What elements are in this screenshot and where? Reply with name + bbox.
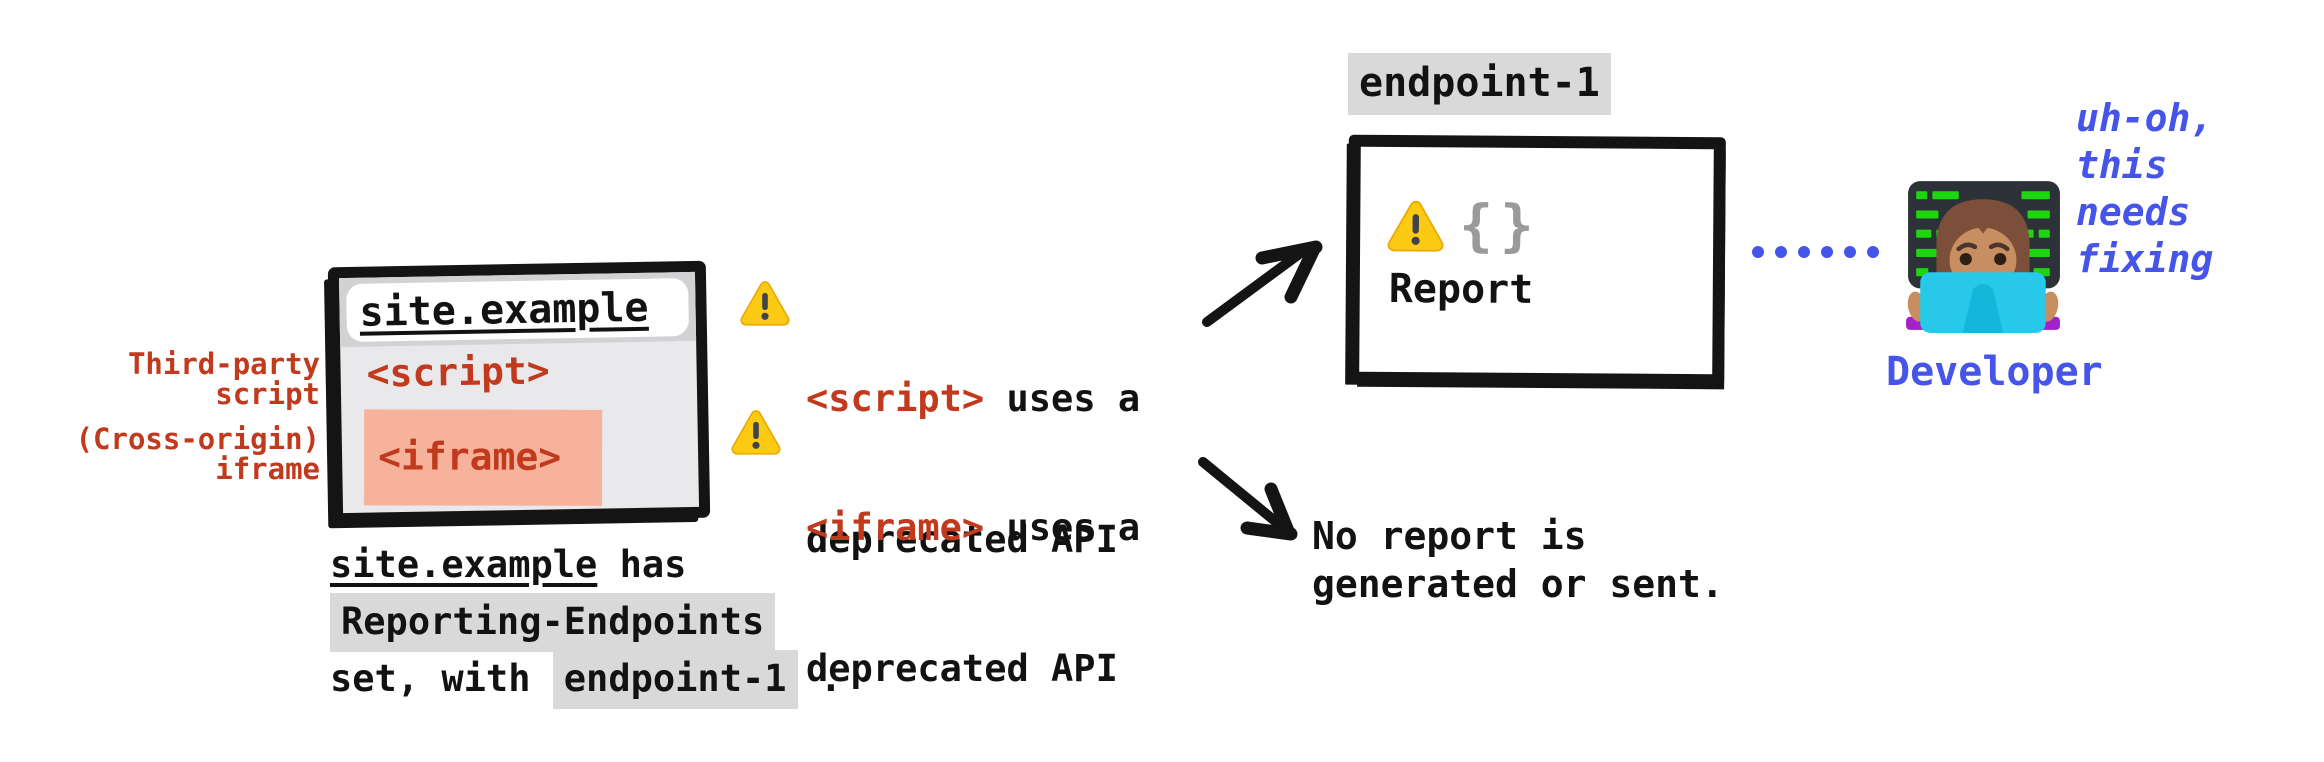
report-label: Report [1388,265,1534,313]
arrow-to-no-report [1198,457,1298,541]
script-tag: <script> [366,348,551,396]
caption-site-link: site.example [330,543,598,586]
warning-triangle-icon [1387,200,1444,252]
endpoint-label-code: endpoint-1 [1348,53,1611,115]
dot [1821,246,1833,258]
json-braces-icon: {} [1459,193,1541,260]
browser-body: <script> <iframe> [340,341,699,508]
developer-label: Developer [1886,349,2103,395]
browser-header: site.example [338,271,697,348]
site-url: site.example [359,284,649,336]
dot [1844,246,1856,258]
warning-triangle-icon [731,410,781,455]
caption-set-with: set, with [330,657,553,700]
cross-origin-iframe-label: (Cross-origin) iframe [75,422,320,487]
woman-technologist-emoji [1906,181,2060,333]
dotted-connector [1752,246,1879,258]
dot [1752,246,1764,258]
no-report-text: No report is generated or sent. [1312,514,1724,606]
warning-triangle-icon [740,281,790,326]
browser-window: site.example <script> <iframe> [327,260,711,525]
dot [1798,246,1810,258]
dot [1867,246,1879,258]
endpoint-label: endpoint-1 [1348,53,1611,115]
caption-period: . [797,657,843,700]
caption-line-2: Reporting-Endpoints [330,593,842,652]
warning-iframe-tag: <iframe> [806,506,985,549]
caption: site.example has Reporting-Endpoints set… [330,536,843,709]
endpoint-1-code: endpoint-1 [552,650,798,709]
iframe-tag: <iframe> [378,434,562,479]
dot [1775,246,1787,258]
endpoint-box: {} Report [1347,134,1726,387]
caption-line-1: site.example has [330,536,842,593]
warning-iframe-rest: uses a [984,506,1141,549]
third-party-script-label: Third-party script [127,347,320,412]
warning-iframe-text: <iframe> uses a deprecated API [806,410,1140,762]
warning-script-rest: uses a [984,377,1141,420]
address-bar: site.example [346,278,690,342]
caption-line-3: set, with endpoint-1 . [330,650,843,709]
report-icon-row: {} [1387,193,1713,260]
reporting-endpoints-code: Reporting-Endpoints [330,593,776,652]
warning-script-text: <script> uses a deprecated API [806,281,1140,657]
iframe-highlight: <iframe> [364,409,603,506]
arrow-to-endpoint [1202,240,1323,327]
developer-thought-text: uh-oh, this needs fixing [2076,96,2214,281]
warning-script-line2: deprecated API [806,518,1118,561]
caption-after-site: has [597,543,687,586]
warning-iframe-line2: deprecated API [806,647,1118,690]
warning-script-tag: <script> [806,377,985,420]
